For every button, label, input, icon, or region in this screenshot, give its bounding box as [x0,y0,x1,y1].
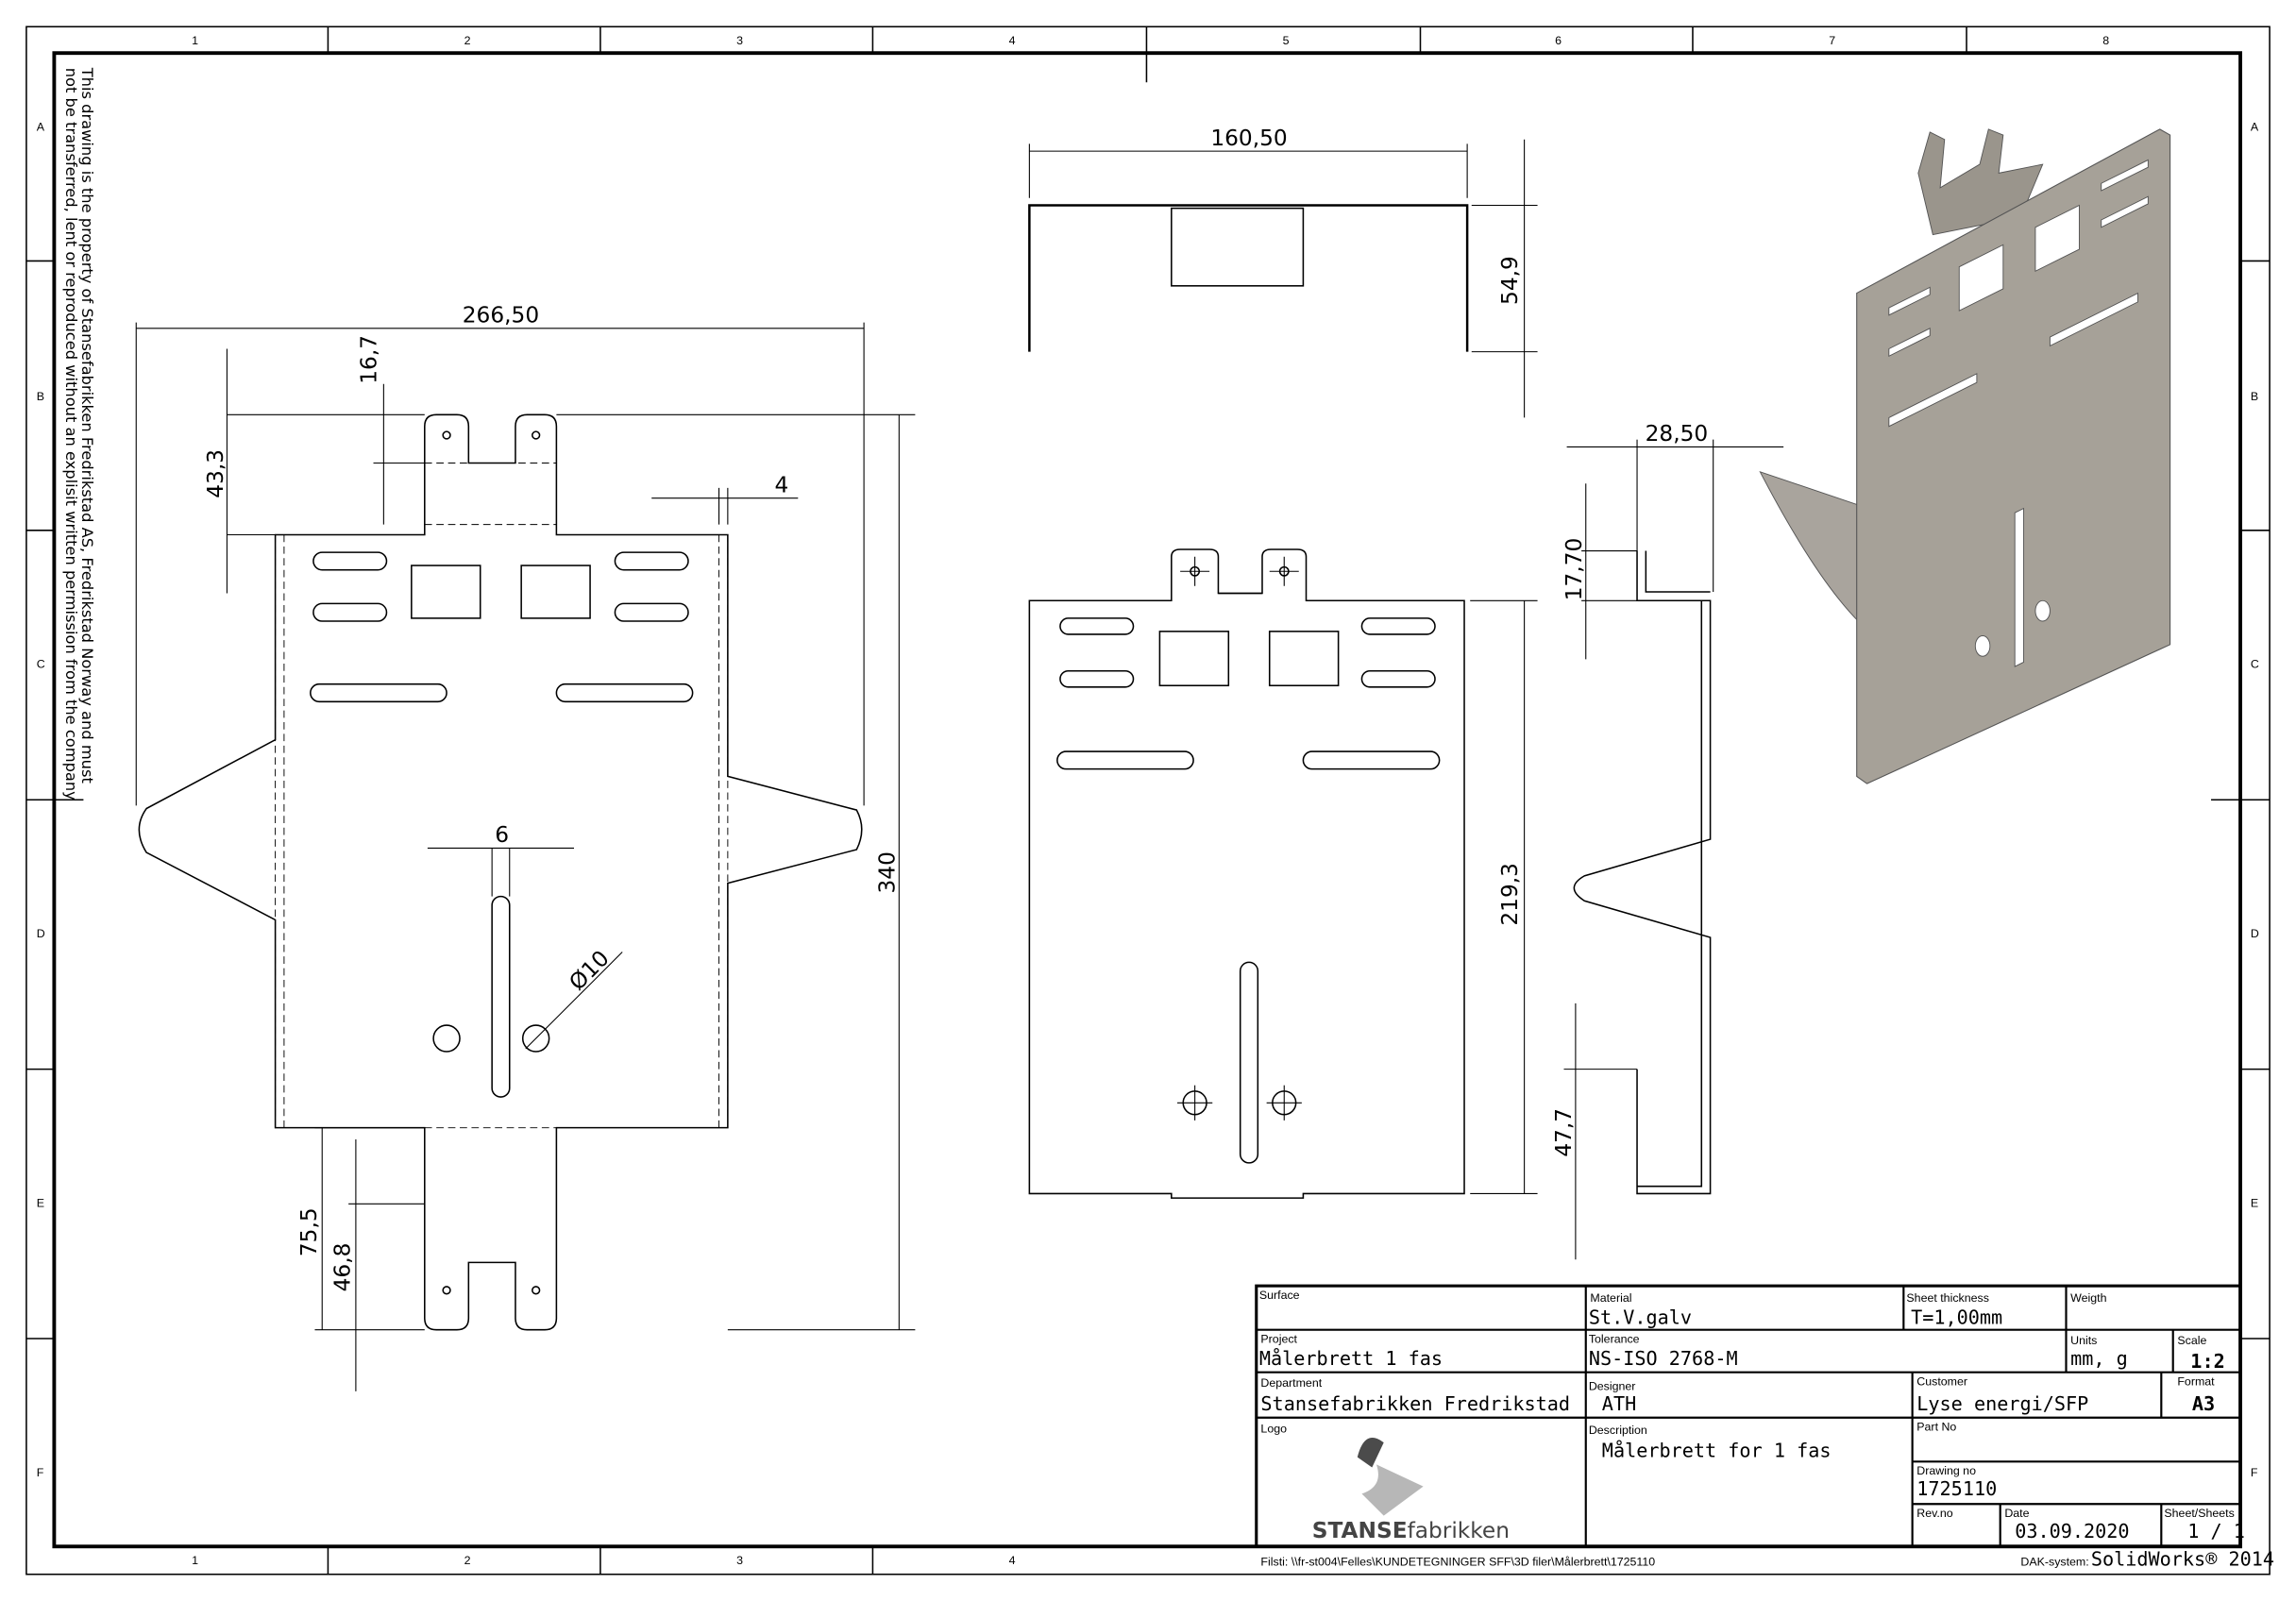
row-label: D [2251,927,2259,940]
row-label: C [2251,658,2259,671]
logo-label: Logo [1260,1422,1287,1435]
notice-line-2: not be transferred, lent or reproduced w… [62,68,80,800]
row-label: A [37,120,45,133]
row-label: B [37,390,44,403]
col-label: 1 [192,34,198,47]
cad-label: DAK-system: [2020,1555,2088,1568]
tolerance-value: NS-ISO 2768-M [1589,1347,1738,1370]
date-label: Date [2004,1507,2029,1520]
sheet-frame: 1 2 3 4 5 6 7 8 1 2 3 4 A B C D E F A B … [25,25,2271,1576]
description-label: Description [1589,1424,1647,1437]
dim-side-flange: 28,50 [1646,421,1709,447]
dim-flat-height: 340 [875,851,901,893]
department-value: Stansefabrikken Fredrikstad [1260,1392,1570,1415]
revno-label: Rev.no [1916,1507,1952,1520]
customer-label: Customer [1916,1375,1967,1389]
notice-line-1: This drawing is the property of Stansefa… [78,67,96,784]
side-view: 28,50 17,70 47,7 [1551,421,1784,1260]
dim-top-depth: 54,9 [1497,256,1523,305]
row-label: D [37,927,45,940]
flat-pattern-view: 266,50 16,7 43,3 4 340 6 Ø10 75,5 46,8 [135,303,916,1391]
col-label: 7 [1829,34,1835,47]
dim-front-height: 219,3 [1497,863,1523,926]
format-label: Format [2177,1375,2215,1389]
property-notice: This drawing is the property of Stansefa… [62,67,96,800]
surface-label: Surface [1259,1289,1300,1302]
col-label: 4 [1009,34,1016,47]
sheet-label: Sheet/Sheets [2164,1507,2234,1520]
front-view: 219,3 [1028,548,1538,1199]
col-label: 5 [1283,34,1290,47]
drawingno-label: Drawing no [1916,1464,1976,1477]
row-label: A [2251,120,2259,133]
dim-bottom-tab-outer: 75,5 [296,1207,322,1256]
col-label: 6 [1555,34,1562,47]
description-value: Målerbrett for 1 fas [1602,1440,1832,1462]
tolerance-label: Tolerance [1589,1333,1640,1346]
col-label: 8 [2102,34,2109,47]
file-path: Filsti: \\fr-st004\Felles\KUNDETEGNINGER… [1260,1555,1655,1568]
dim-side-top: 17,70 [1562,538,1587,601]
top-view: 160,50 54,9 [1028,126,1538,418]
dim-bottom-tab-inner: 46,8 [330,1243,356,1292]
svg-text:STANSEfabrikken: STANSEfabrikken [1312,1518,1510,1543]
dim-side-bottom: 47,7 [1551,1108,1577,1157]
material-value: St.V.galv [1589,1306,1692,1328]
material-label: Material [1590,1291,1631,1305]
customer-value: Lyse energi/SFP [1916,1392,2088,1415]
designer-label: Designer [1589,1379,1636,1392]
col-label: 3 [736,34,743,47]
format-value: A3 [2192,1392,2215,1415]
designer-value: ATH [1602,1392,1636,1415]
date-value: 03.09.2020 [2015,1520,2129,1542]
thickness-value: T=1,00mm [1911,1306,2002,1328]
scale-value: 1:2 [2190,1350,2224,1373]
col-label: 1 [192,1554,198,1567]
project-label: Project [1260,1333,1297,1346]
units-label: Units [2070,1334,2097,1347]
cad-value: SolidWorks® 2014 [2091,1547,2274,1570]
title-block: Surface Material St.V.galv Sheet thickne… [1255,1284,2274,1570]
thickness-label: Sheet thickness [1906,1291,1988,1305]
dim-flat-top-offset: 43,3 [203,449,228,498]
col-label: 2 [464,34,471,47]
department-label: Department [1260,1376,1322,1390]
dim-flat-tab-height: 16,7 [357,335,382,384]
units-value: mm, g [2070,1347,2128,1370]
sheet-value: 1 / 1 [2187,1520,2245,1542]
col-label: 4 [1009,1554,1016,1567]
dim-hole-diameter: Ø10 [565,946,615,996]
isometric-view [1759,128,2171,784]
row-label: C [37,658,45,671]
row-label: E [37,1196,44,1209]
dim-flat-edge: 4 [774,473,788,498]
row-label: F [37,1466,44,1479]
weight-label: Weigth [2070,1291,2106,1305]
row-label: F [2251,1466,2258,1479]
row-label: B [2251,390,2258,403]
company-logo: STANSEfabrikken [1312,1437,1510,1543]
drawingno-value: 1725110 [1916,1477,1997,1500]
dim-flat-width: 266,50 [463,303,539,329]
col-label: 3 [736,1554,743,1567]
partno-label: Part No [1916,1421,1956,1434]
project-value: Målerbrett 1 fas [1259,1347,1443,1370]
dim-top-width: 160,50 [1210,126,1287,151]
col-label: 2 [464,1554,471,1567]
scale-label: Scale [2177,1334,2206,1347]
dim-slot-width: 6 [495,822,509,848]
row-label: E [2251,1196,2258,1209]
